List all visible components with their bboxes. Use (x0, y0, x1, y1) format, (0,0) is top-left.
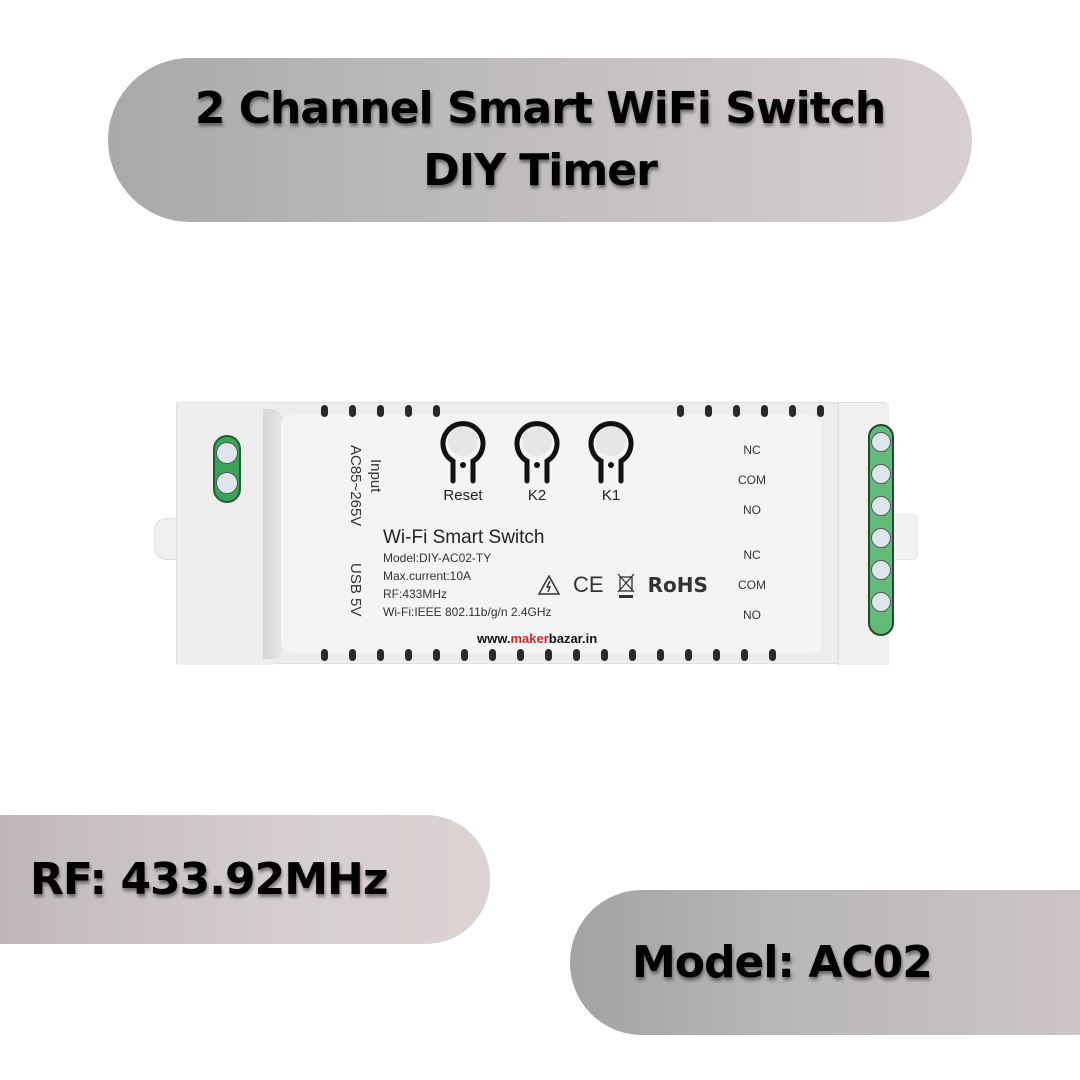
k1-button: K1 (581, 419, 641, 504)
certification-marks: CE RoHS (537, 571, 708, 599)
keyhole-button-icon (586, 419, 636, 485)
model-badge: Model: AC02 (570, 890, 1080, 1035)
rohs-mark: RoHS (647, 573, 708, 597)
spec-model: Model:DIY-AC02-TY (383, 551, 492, 565)
screw-icon (871, 528, 891, 548)
button-label: K1 (601, 487, 621, 504)
model-text: Model: AC02 (632, 937, 933, 988)
relay2-nc-label: NC (743, 548, 761, 562)
website-watermark: www.makerbazar.in (477, 631, 597, 646)
high-voltage-warning-icon (537, 574, 561, 595)
url-suffix: bazar.in (548, 631, 598, 646)
top-vents (321, 405, 440, 417)
spec-current: Max.current:10A (383, 569, 472, 583)
keyhole-button-icon (438, 419, 488, 485)
url-prefix: www. (477, 631, 511, 646)
screw-icon (871, 560, 891, 580)
screw-icon (216, 472, 238, 494)
title-banner: 2 Channel Smart WiFi Switch DIY Timer (108, 58, 972, 222)
k2-button: K2 (507, 419, 567, 504)
smart-switch-device-image: Input AC85~265V USB 5V Reset K2 K1 (154, 402, 921, 665)
weee-bin-icon (617, 573, 635, 598)
button-label: Reset (443, 487, 483, 504)
relay-terminal-labels: NC COM NO NC COM NO (727, 443, 777, 638)
voltage-label: AC85~265V (347, 445, 364, 527)
usb-label: USB 5V (347, 563, 364, 617)
input-terminal-block (213, 435, 241, 503)
rf-frequency-badge: RF: 433.92MHz (0, 815, 490, 944)
keyhole-button-icon (512, 419, 562, 485)
screw-icon (871, 592, 891, 612)
label-title: Wi-Fi Smart Switch (383, 527, 545, 548)
title-line-1: 2 Channel Smart WiFi Switch (194, 83, 886, 134)
screw-icon (216, 442, 238, 464)
device-body: Input AC85~265V USB 5V Reset K2 K1 (176, 402, 889, 665)
reset-button: Reset (433, 419, 493, 504)
relay2-no-label: NO (743, 608, 761, 622)
url-highlight: maker (510, 631, 549, 646)
screw-icon (871, 496, 891, 516)
relay1-com-label: COM (738, 473, 766, 487)
screw-icon (871, 464, 891, 484)
spec-label: Wi-Fi Smart Switch Model:DIY-AC02-TY Max… (383, 527, 552, 621)
mounting-tab-left (154, 518, 180, 560)
input-label: Input (367, 459, 384, 493)
button-row: Reset K2 K1 (433, 419, 641, 504)
title-line-2: DIY Timer (423, 145, 658, 196)
output-terminal-block (868, 424, 894, 636)
screw-icon (871, 432, 891, 452)
panel-edge (263, 409, 283, 659)
relay1-no-label: NO (743, 503, 761, 517)
bottom-vents (321, 649, 776, 661)
relay1-nc-label: NC (743, 443, 761, 457)
ce-mark: CE (573, 572, 604, 597)
relay2-com-label: COM (738, 578, 766, 592)
button-label: K2 (527, 487, 547, 504)
rf-frequency-text: RF: 433.92MHz (30, 854, 388, 905)
spec-rf: RF:433MHz (383, 587, 448, 601)
spec-wifi: Wi-Fi:IEEE 802.11b/g/n 2.4GHz (383, 605, 552, 619)
top-vents-right (677, 405, 824, 417)
